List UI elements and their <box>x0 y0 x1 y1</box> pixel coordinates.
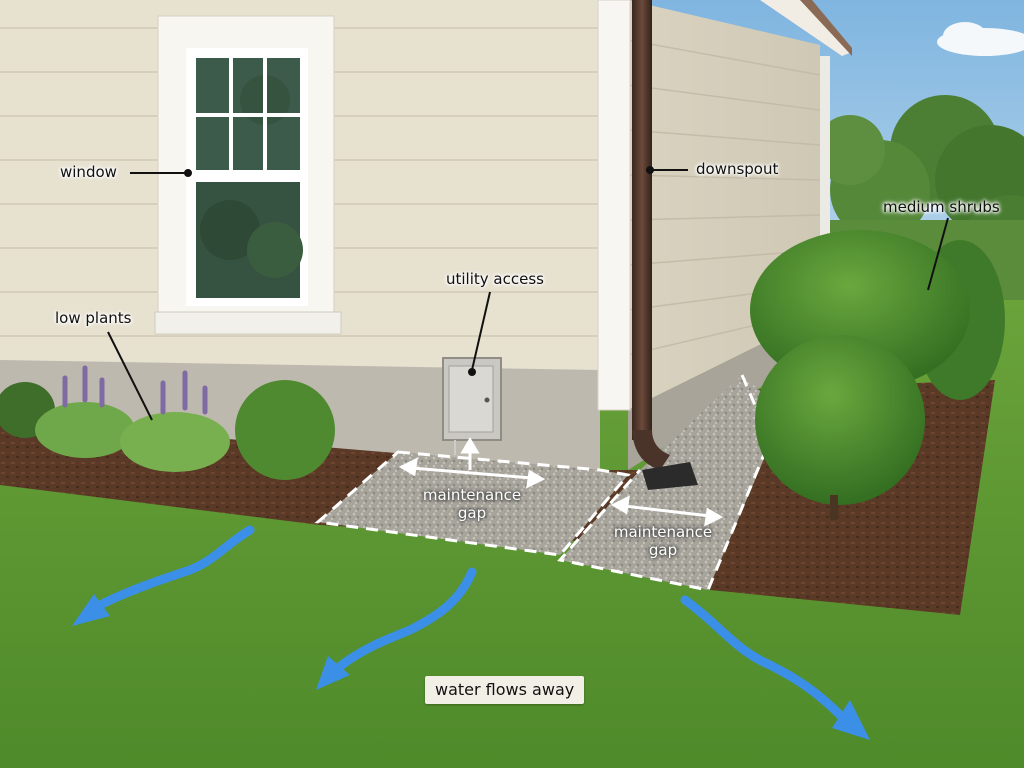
downspout-graphic <box>632 0 698 490</box>
downspout-label: downspout <box>696 160 779 178</box>
maintenance-gap-right-line2: gap <box>648 541 678 559</box>
low-plants-graphic <box>0 365 335 480</box>
medium-shrubs-label: medium shrubs <box>883 198 1000 216</box>
gravel-strip-left <box>318 452 628 555</box>
corner-trim <box>597 0 631 411</box>
maintenance-gap-right-line1: maintenance <box>613 523 713 541</box>
window-graphic <box>154 15 342 335</box>
maintenance-gap-right-label: maintenance gap <box>605 523 721 559</box>
water-flow-arrows <box>95 525 845 720</box>
leader-lines <box>107 166 949 421</box>
maintenance-gap-left-line2: gap <box>457 504 487 522</box>
utility-access-label: utility access <box>446 270 544 288</box>
water-flows-away-label: water flows away <box>425 676 585 704</box>
maintenance-gap-left-line1: maintenance <box>422 486 522 504</box>
window-label: window <box>60 163 117 181</box>
low-plants-label: low plants <box>55 309 132 327</box>
gap-arrows <box>398 437 724 527</box>
utility-access-box <box>442 357 502 455</box>
maintenance-gap-left-label: maintenance gap <box>414 486 530 522</box>
medium-shrubs-graphic <box>750 230 1005 520</box>
